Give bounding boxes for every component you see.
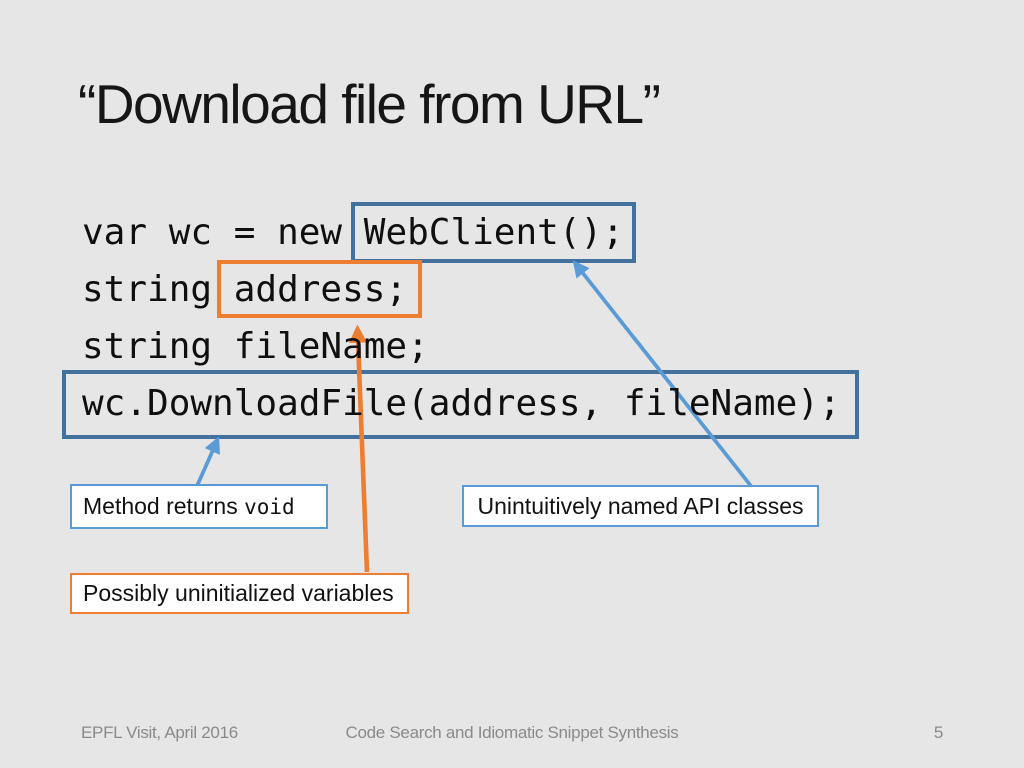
footer-page-number: 5 xyxy=(933,723,943,742)
code-block: var wc = new WebClient(); string address… xyxy=(82,204,841,432)
code-line-1: var wc = new WebClient(); xyxy=(82,204,841,261)
annotation-unintuitive-text: Unintuitively named API classes xyxy=(477,492,804,519)
annotation-uninitialized-text: Possibly uninitialized variables xyxy=(83,580,394,606)
code-line-2-prefix: string xyxy=(82,269,234,310)
arrow-method-to-codebox xyxy=(195,436,220,487)
annotation-uninitialized-variables: Possibly uninitialized variables xyxy=(70,573,409,614)
webclient-highlight-box xyxy=(351,202,636,263)
code-line-3: string fileName; xyxy=(82,326,429,367)
slide-title: “Download file from URL” xyxy=(78,73,661,135)
code-line-2: string address; xyxy=(82,261,841,318)
annotation-unintuitive-api-classes: Unintuitively named API classes xyxy=(462,485,819,527)
annotation-method-returns-text: Method returns xyxy=(83,493,245,519)
annotation-method-returns-void: Method returns void xyxy=(70,484,328,529)
address-highlight-box xyxy=(217,260,422,318)
code-line-4: wc.DownloadFile(address, fileName); xyxy=(82,383,841,424)
code-line-1-webclient: WebClient(); xyxy=(363,212,624,253)
footer-event-date: EPFL Visit, April 2016 xyxy=(81,723,238,742)
annotation-void-code-text: void xyxy=(244,494,295,519)
footer-presentation-title: Code Search and Idiomatic Snippet Synthe… xyxy=(345,723,679,742)
downloadfile-highlight-box xyxy=(62,370,859,439)
code-line-2-address: address; xyxy=(233,269,408,310)
code-line-1-prefix: var wc = new xyxy=(82,212,364,253)
